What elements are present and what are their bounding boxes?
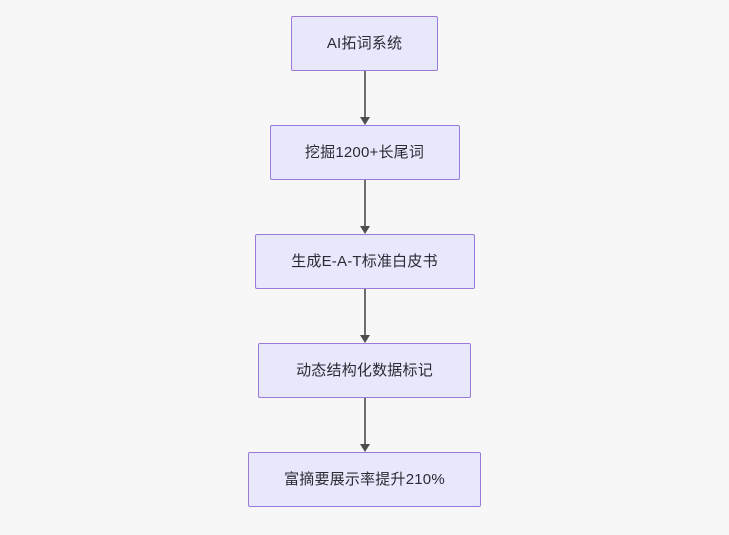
flow-connector-2 [359, 180, 371, 234]
connector-line [363, 180, 366, 227]
connector-line [363, 398, 366, 445]
flow-node-longtail-mining[interactable]: 挖掘1200+长尾词 [269, 125, 460, 180]
flow-node-ai-keyword-system[interactable]: AI拓词系统 [291, 16, 438, 71]
flow-node-rich-snippet-result[interactable]: 富摘要展示率提升210% [248, 452, 481, 507]
flow-node-label: 富摘要展示率提升210% [284, 471, 445, 488]
down-arrow-icon [359, 226, 370, 234]
flow-connector-1 [359, 71, 371, 125]
flow-node-label: 挖掘1200+长尾词 [304, 144, 425, 161]
flow-node-label: 生成E-A-T标准白皮书 [291, 253, 438, 270]
flow-node-label: 动态结构化数据标记 [296, 362, 433, 379]
down-arrow-icon [359, 444, 370, 452]
connector-line [363, 289, 366, 336]
connector-line [363, 71, 366, 118]
flow-node-label: AI拓词系统 [326, 35, 403, 52]
flow-connector-3 [359, 289, 371, 343]
flow-connector-4 [359, 398, 371, 452]
down-arrow-icon [359, 335, 370, 343]
down-arrow-icon [359, 117, 370, 125]
flow-node-eat-whitepaper[interactable]: 生成E-A-T标准白皮书 [254, 234, 475, 289]
flow-node-structured-data-markup[interactable]: 动态结构化数据标记 [258, 343, 471, 398]
